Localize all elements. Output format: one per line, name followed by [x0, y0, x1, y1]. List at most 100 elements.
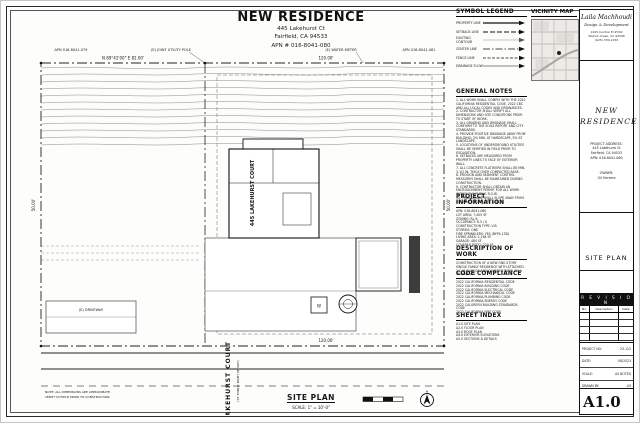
- general-notes-section: GENERAL NOTES 1. ALL WORK SHALL COMPLY W…: [456, 89, 527, 204]
- site-plan-scale: SCALE: 1" = 10'-0": [292, 405, 330, 410]
- project-information-section: PROJECT INFORMATION APN: 016-8041-080 LO…: [456, 194, 527, 248]
- property-line: [40, 62, 445, 347]
- house-address-label: 445 LAKEHURST COURT: [250, 159, 256, 226]
- legend-item-label: CENTER LINE: [456, 47, 477, 52]
- vicinity-map-canvas: [531, 19, 579, 81]
- description-of-work-title: DESCRIPTION OF WORK: [456, 246, 527, 260]
- scale-value: AS NOTED: [614, 371, 631, 376]
- center-line-sample: [483, 46, 525, 52]
- dim-bottom: 120.00': [318, 338, 333, 343]
- retaining-wall: [409, 236, 420, 293]
- property-line-sample: [483, 21, 525, 26]
- drawn-by-label: DRAWN BY:: [582, 384, 600, 389]
- revision-row: [580, 334, 633, 341]
- project-block: NEW RESIDENCE PROJECT ADDRESS: 445 Lakeh…: [580, 60, 638, 212]
- site-location-marker: [557, 51, 561, 55]
- apn-left-callout: APN 016-8041-079: [54, 48, 87, 52]
- drainage-flow-sample: [483, 64, 525, 69]
- contour-lines: [40, 66, 445, 146]
- firm-name: Laila Machhoudi: [581, 14, 632, 21]
- sheet-index-section: SHEET INDEX A1.0 SITE PLAN A2.0 FLOOR PL…: [456, 313, 527, 342]
- dim-top-left: N 89°42'00" E 82.00': [102, 56, 144, 61]
- plan-note-1: NOTE: ALL DIMENSIONS ARE APPROXIMATE.: [45, 390, 111, 394]
- meta-row: DRAWN BY: LM: [580, 381, 633, 393]
- meta-block: PROJECT NO: 23-112 DATE: 08/2023 SCALE: …: [580, 342, 633, 388]
- utility-pole-callout: (E) JOINT UTILITY POLE: [151, 48, 191, 52]
- legend-item-label: DRAINAGE FLOW: [456, 64, 483, 69]
- fence-line-sample: [483, 55, 525, 60]
- sheet-title-block: SITE PLAN: [580, 212, 633, 270]
- info-column: SYMBOL LEGEND PROPERTY LINE SETBACK LINE…: [456, 9, 527, 413]
- legend-item-label: EXISTING CONTOUR: [456, 36, 473, 45]
- code-compliance-section: CODE COMPLIANCE 2022 CALIFORNIA RESIDENT…: [456, 271, 527, 315]
- legend-item-label: SETBACK LINE: [456, 29, 479, 34]
- revision-col-date: Date: [622, 307, 630, 311]
- code-compliance-title: CODE COMPLIANCE: [456, 271, 527, 279]
- owner-info: OWNER: Gil Herrera: [597, 171, 616, 181]
- plan-note-2: VERIFY IN FIELD PRIOR TO CONSTRUCTION.: [45, 395, 110, 399]
- meta-row: DATE: 08/2023: [580, 356, 633, 368]
- code-compliance-body: 2022 CALIFORNIA RESIDENTIAL CODE 2022 CA…: [456, 280, 518, 315]
- project-address-line1: 445 Lakehurst Ct: [277, 26, 325, 32]
- revision-header: R E V I S I O N: [580, 293, 633, 306]
- firm-block: Laila Machhoudi Design & Development 144…: [580, 10, 633, 60]
- legend-item: EXISTING CONTOUR: [456, 36, 527, 45]
- page-title: NEW RESIDENCE: [237, 10, 365, 25]
- setback-line-sample: [483, 29, 525, 35]
- revision-block: R E V I S I O N No. Description Date: [580, 270, 633, 342]
- street-row-label: (50' PUBLIC RIGHT OF WAY): [236, 360, 240, 401]
- revision-col-no: No.: [580, 306, 590, 312]
- project-no-label: PROJECT NO:: [582, 346, 603, 351]
- scale-label: SCALE:: [582, 371, 593, 376]
- description-of-work-body: CONSTRUCTION OF A NEW ONE-STORY SINGLE F…: [456, 261, 524, 277]
- apn-right-callout: APN 016-8041-081: [402, 48, 435, 52]
- project-title: NEW RESIDENCE: [580, 106, 638, 127]
- vicinity-map-section: VICINITY MAP: [531, 9, 579, 81]
- project-information-title: PROJECT INFORMATION: [456, 194, 527, 208]
- north-label: N: [426, 390, 428, 394]
- dashed-contours: [41, 245, 201, 261]
- revision-row: [580, 320, 633, 327]
- dim-left: 50.00': [31, 199, 36, 212]
- project-information-body: APN: 016-8041-080 LOT AREA: 7,405 SF ZON…: [456, 209, 510, 247]
- symbol-legend-title: SYMBOL LEGEND: [456, 9, 527, 17]
- leader-lines: [188, 51, 364, 64]
- revision-row: [580, 327, 633, 334]
- title-block: Laila Machhoudi Design & Development 144…: [579, 9, 638, 416]
- driveway: (E) DRIVEWAY: [45, 300, 137, 334]
- sheet-number: A1.0: [580, 388, 633, 416]
- project-apn: APN # 016-8041-080: [271, 42, 331, 49]
- date-value: 08/2023: [618, 359, 631, 364]
- legend-item: FENCE LINE: [456, 53, 527, 62]
- general-notes-body: 1. ALL WORK SHALL COMPLY WITH THE 2022 C…: [456, 98, 526, 204]
- legend-item: DRAINAGE FLOW: [456, 62, 527, 71]
- legend-item-label: FENCE LINE: [456, 55, 475, 60]
- site-plan-caption: SITE PLAN: [287, 393, 335, 402]
- water-meter-callout: (E) WATER METER: [325, 48, 357, 52]
- project-address: PROJECT ADDRESS: 445 Lakehurst Ct Fairfi…: [590, 141, 623, 161]
- graphic-scale-bar: [362, 396, 404, 402]
- project-no-value: 23-112: [620, 346, 631, 351]
- site-plan-drawing: W (E) DRIVEWAY APN 016-8041-079 (E) JOIN…: [31, 48, 451, 415]
- septic-tank: [338, 294, 358, 314]
- drawn-by-value: LM: [626, 384, 631, 389]
- drawing-title-header: NEW RESIDENCE 445 Lakehurst Ct Fairfield…: [151, 10, 451, 50]
- boundary-markers: [39, 61, 446, 348]
- project-address-line2: Fairfield, CA 94533: [274, 34, 328, 41]
- meta-row: SCALE: AS NOTED: [580, 368, 633, 381]
- sheet-index-body: A1.0 SITE PLAN A2.0 FLOOR PLAN A3.0 ROOF…: [456, 322, 500, 342]
- well-label: W: [317, 304, 321, 309]
- revision-col-description: Description: [590, 306, 619, 312]
- vicinity-map-title: VICINITY MAP: [531, 9, 577, 17]
- description-of-work-section: DESCRIPTION OF WORK CONSTRUCTION OF A NE…: [456, 246, 527, 277]
- house-footprint: [228, 138, 320, 239]
- dim-top-right: 120.00': [318, 56, 333, 61]
- hardscape-area: [204, 237, 357, 332]
- firm-subtitle: Design & Development: [584, 22, 629, 27]
- sheet-title: SITE PLAN: [585, 254, 628, 262]
- legend-item: CENTER LINE: [456, 45, 527, 54]
- firm-contact: 1445 Central Pl #302 Walnut Creek, CA 94…: [588, 30, 625, 43]
- setback-line: [216, 74, 433, 335]
- legend-item: SETBACK LINE: [456, 28, 527, 37]
